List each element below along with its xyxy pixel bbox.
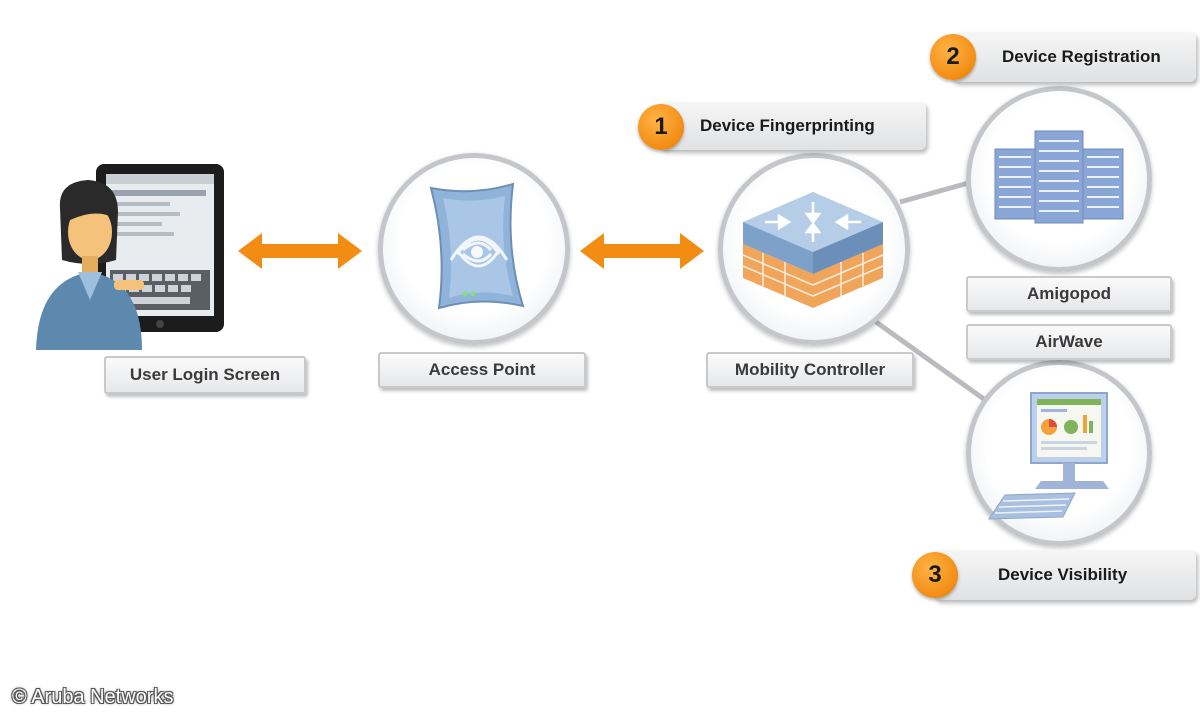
controller-firewall-icon <box>742 192 884 308</box>
mobility-controller-node <box>718 153 910 345</box>
connector-controller-monitor <box>874 319 990 405</box>
step-3-tab: Device Visibility <box>934 550 1196 600</box>
mobility-controller-label: Mobility Controller <box>706 352 914 388</box>
amigopod-label: Amigopod <box>966 276 1172 312</box>
arrow-ap-to-controller <box>580 233 704 269</box>
step-1-badge: 1 <box>638 104 684 150</box>
visibility-monitor-node <box>966 360 1152 546</box>
user-with-tablet-icon <box>36 164 224 350</box>
step-3-label: Device Visibility <box>998 565 1128 584</box>
server-rack-icon <box>994 130 1124 224</box>
registration-server-node <box>966 86 1152 272</box>
access-point-node <box>378 153 570 345</box>
monitor-dashboard-icon <box>988 392 1109 520</box>
copyright-text: © Aruba Networks <box>12 686 174 708</box>
step-2-tab: Device Registration <box>952 32 1196 82</box>
access-point-label: Access Point <box>378 352 586 388</box>
user-with-tablet <box>30 160 230 360</box>
airwave-label: AirWave <box>966 324 1172 360</box>
connector-controller-server <box>899 179 973 205</box>
access-point-icon <box>429 182 525 310</box>
step-3-badge: 3 <box>912 552 958 598</box>
step-1-label: Device Fingerprinting <box>700 116 875 135</box>
step-2-label: Device Registration <box>1002 47 1161 66</box>
step-2-badge: 2 <box>930 34 976 80</box>
user-login-screen-label: User Login Screen <box>104 356 306 394</box>
step-1-tab: Device Fingerprinting <box>660 102 926 150</box>
arrow-user-to-ap <box>238 233 362 269</box>
